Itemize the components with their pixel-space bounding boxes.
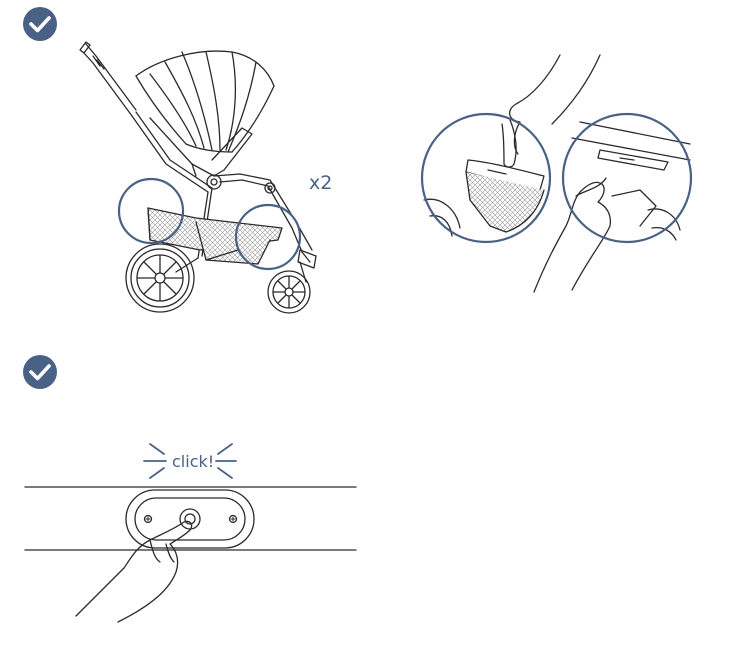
multiplier-label: x2 xyxy=(309,172,332,194)
step2-panel: click! xyxy=(0,330,733,656)
step1-panel: x2 xyxy=(0,0,733,330)
step2-illustration: click! xyxy=(0,330,733,656)
step1-illustration: x2 xyxy=(0,0,733,330)
click-burst-right xyxy=(216,444,236,478)
stroller-illustration xyxy=(80,42,316,313)
check-circle-icon xyxy=(23,355,57,389)
detail-illustration xyxy=(424,55,690,292)
check-circle-icon xyxy=(23,7,57,41)
click-sound-label: click! xyxy=(172,452,214,471)
front-wheel xyxy=(268,262,310,313)
release-button[interactable] xyxy=(180,509,200,529)
rear-wheel xyxy=(126,244,194,312)
click-burst-left xyxy=(144,444,166,478)
callout-circle-detail-right xyxy=(563,114,691,242)
